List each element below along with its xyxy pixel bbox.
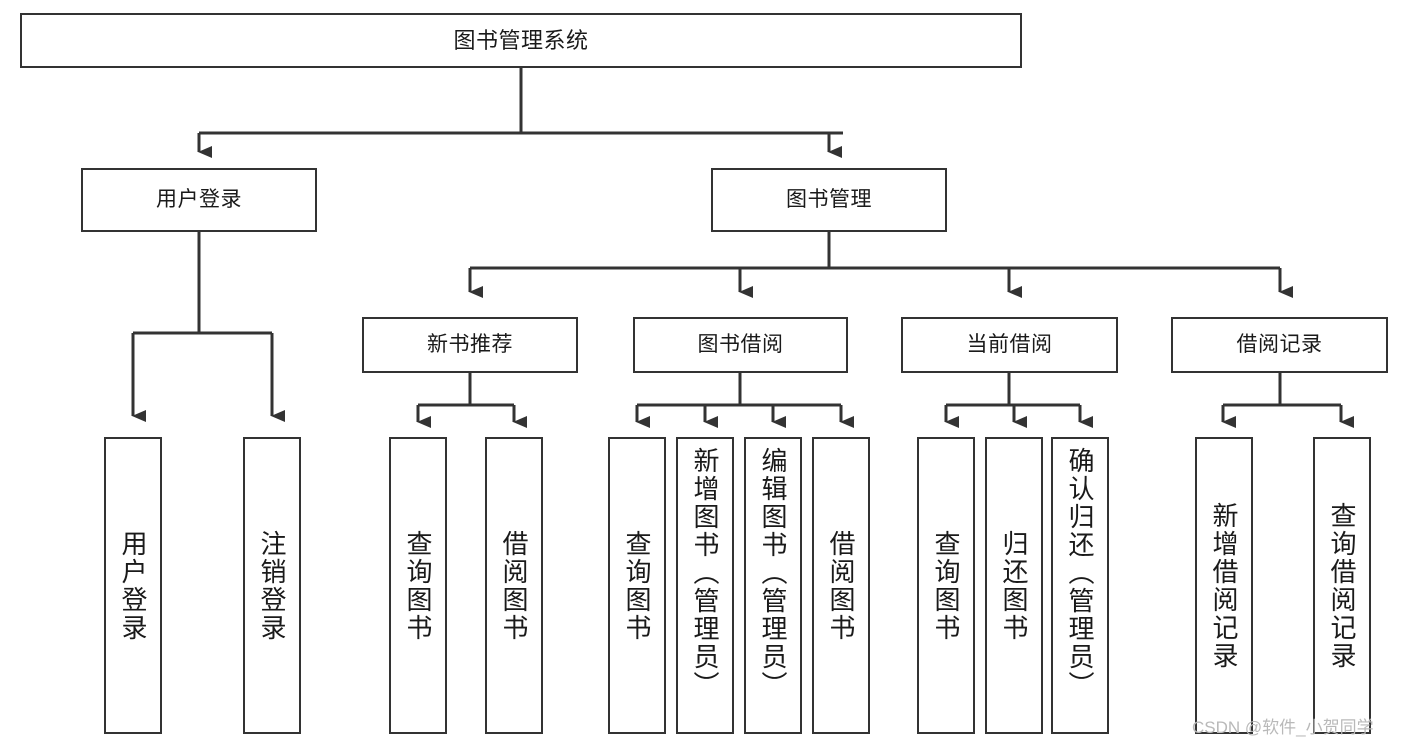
node-leaf-user-login[interactable]: 用户登录 (104, 437, 162, 734)
node-leaf-edit-book-label: 编辑图书（管理员） (758, 447, 788, 699)
node-borrow-record-label: 借阅记录 (1236, 332, 1323, 356)
node-leaf-query-book-2-label: 查询图书 (622, 529, 652, 642)
node-root-label: 图书管理系统 (453, 27, 589, 53)
node-user-login-label: 用户登录 (156, 187, 242, 211)
node-leaf-borrow-book-2-label: 借阅图书 (826, 529, 856, 642)
node-leaf-confirm-return[interactable]: 确认归还（管理员） (1051, 437, 1109, 734)
node-leaf-borrow-book-1[interactable]: 借阅图书 (485, 437, 543, 734)
csdn-watermark: CSDN @软件_小贺同学 (1192, 718, 1374, 737)
node-book-management[interactable]: 图书管理 (711, 168, 947, 232)
node-leaf-add-record[interactable]: 新增借阅记录 (1195, 437, 1253, 734)
node-leaf-add-book[interactable]: 新增图书（管理员） (676, 437, 734, 734)
node-current-borrow-label: 当前借阅 (966, 332, 1053, 356)
node-leaf-query-book-1[interactable]: 查询图书 (389, 437, 447, 734)
node-leaf-user-login-label: 用户登录 (118, 529, 148, 642)
node-leaf-edit-book[interactable]: 编辑图书（管理员） (744, 437, 802, 734)
node-new-book-recommend-label: 新书推荐 (427, 332, 513, 356)
node-leaf-query-record-label: 查询借阅记录 (1327, 501, 1357, 670)
node-leaf-add-book-label: 新增图书（管理员） (690, 447, 720, 699)
node-leaf-query-book-2[interactable]: 查询图书 (608, 437, 666, 734)
node-new-book-recommend[interactable]: 新书推荐 (362, 317, 578, 373)
node-current-borrow[interactable]: 当前借阅 (901, 317, 1118, 373)
node-leaf-return-book-label: 归还图书 (999, 529, 1029, 642)
node-leaf-query-book-3-label: 查询图书 (931, 529, 961, 642)
node-user-login[interactable]: 用户登录 (81, 168, 317, 232)
node-book-management-label: 图书管理 (786, 187, 872, 211)
node-borrow-record[interactable]: 借阅记录 (1171, 317, 1388, 373)
node-leaf-add-record-label: 新增借阅记录 (1209, 501, 1239, 670)
node-leaf-query-book-1-label: 查询图书 (403, 529, 433, 642)
node-leaf-return-book[interactable]: 归还图书 (985, 437, 1043, 734)
node-leaf-query-record[interactable]: 查询借阅记录 (1313, 437, 1371, 734)
node-leaf-confirm-return-label: 确认归还（管理员） (1065, 447, 1095, 699)
node-root[interactable]: 图书管理系统 (20, 13, 1022, 68)
node-leaf-borrow-book-2[interactable]: 借阅图书 (812, 437, 870, 734)
node-book-borrow-label: 图书借阅 (697, 332, 784, 356)
node-leaf-user-logout-label: 注销登录 (257, 529, 287, 642)
node-leaf-borrow-book-1-label: 借阅图书 (499, 529, 529, 642)
node-leaf-query-book-3[interactable]: 查询图书 (917, 437, 975, 734)
node-leaf-user-logout[interactable]: 注销登录 (243, 437, 301, 734)
node-book-borrow[interactable]: 图书借阅 (633, 317, 848, 373)
